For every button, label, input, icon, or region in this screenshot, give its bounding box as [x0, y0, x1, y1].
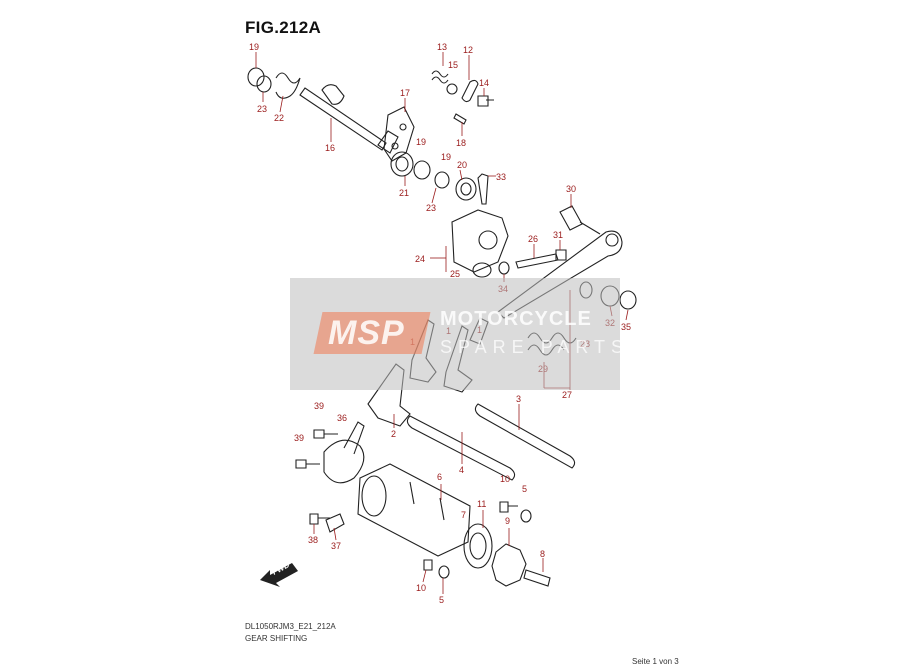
shift-shaft-16 — [299, 87, 387, 151]
callout-16: 16 — [325, 143, 335, 153]
washer-5b — [438, 565, 450, 579]
callout-39a: 39 — [314, 401, 324, 411]
washer-34 — [498, 261, 510, 275]
callout-3: 3 — [516, 394, 521, 404]
ring-23 — [256, 75, 272, 93]
callout-22: 22 — [274, 113, 284, 123]
callout-15: 15 — [448, 60, 458, 70]
callout-8: 8 — [540, 549, 545, 559]
gearshift-cam-6 — [357, 463, 471, 557]
callout-19c: 19 — [441, 152, 451, 162]
callout-5a: 5 — [522, 484, 527, 494]
bolt-10b — [423, 559, 433, 571]
callout-30: 30 — [566, 184, 576, 194]
callout-13: 13 — [437, 42, 447, 52]
callout-38: 38 — [308, 535, 318, 545]
callout-36: 36 — [337, 413, 347, 423]
callout-33: 33 — [496, 172, 506, 182]
roller-25 — [472, 262, 492, 278]
cam-driven-gear-9 — [491, 543, 527, 587]
bolt-14 — [477, 95, 494, 107]
pin-18 — [453, 113, 467, 125]
washer-5a — [520, 509, 532, 523]
bearing-20 — [455, 177, 477, 201]
ring-19b — [413, 160, 431, 180]
bolt-39b — [295, 459, 320, 469]
fork-shaft-3 — [474, 403, 576, 469]
bolt-33 — [477, 173, 489, 205]
callout-6: 6 — [437, 472, 442, 482]
plate-37 — [325, 513, 345, 533]
bearing-housing-24 — [451, 209, 509, 273]
callout-37: 37 — [331, 541, 341, 551]
callout-19a: 19 — [249, 42, 259, 52]
pin-8 — [523, 569, 551, 587]
callout-19b: 19 — [416, 137, 426, 147]
callout-31: 31 — [553, 230, 563, 240]
callout-4: 4 — [459, 465, 464, 475]
callout-5b: 5 — [439, 595, 444, 605]
callout-39b: 39 — [294, 433, 304, 443]
fork-shaft-4 — [406, 415, 516, 481]
bolt-38 — [309, 513, 330, 525]
washer-15 — [446, 83, 458, 95]
bolt-10a — [499, 501, 518, 513]
spring-22 — [275, 72, 301, 99]
watermark-line2: SPARE PARTS — [440, 337, 630, 357]
callout-18: 18 — [456, 138, 466, 148]
stopper-lever-28 — [497, 230, 623, 319]
link-12 — [461, 79, 479, 103]
pin-26 — [515, 253, 559, 269]
figure-title: FIG.212A — [245, 18, 322, 37]
callout-21: 21 — [399, 188, 409, 198]
callout-25: 25 — [450, 269, 460, 279]
footer-code: DL1050RJM3_E21_212A — [245, 622, 336, 631]
watermark-badge: MSP — [328, 314, 405, 352]
ring-23b — [434, 171, 450, 189]
bolt-30 — [559, 205, 601, 235]
callout-12: 12 — [463, 45, 473, 55]
clip-35 — [619, 290, 637, 310]
callout-35: 35 — [621, 322, 631, 332]
bearing-11 — [463, 523, 493, 569]
callout-10b: 10 — [416, 583, 426, 593]
callout-23b: 23 — [426, 203, 436, 213]
callout-9: 9 — [505, 516, 510, 526]
callout-26: 26 — [528, 234, 538, 244]
callout-10a: 10 — [500, 474, 510, 484]
callout-24: 24 — [415, 254, 425, 264]
bolt-39a — [313, 429, 338, 439]
footer-name: GEAR SHIFTING — [245, 634, 308, 643]
callout-11: 11 — [477, 499, 486, 509]
page-number: Seite 1 von 3 — [632, 657, 679, 666]
callout-20: 20 — [457, 160, 467, 170]
callout-14: 14 — [479, 78, 489, 88]
fwd-arrow-icon: FWD — [260, 560, 298, 587]
callout-27: 27 — [562, 390, 572, 400]
watermark-line1: MOTORCYCLE — [440, 308, 592, 330]
spring-13 — [431, 70, 449, 84]
seal-21 — [390, 151, 414, 177]
callout-2: 2 — [391, 429, 396, 439]
callout-7: 7 — [461, 510, 466, 520]
callout-23a: 23 — [257, 104, 267, 114]
callout-17: 17 — [400, 88, 410, 98]
collar-31 — [555, 249, 567, 261]
cam-stopper-36 — [323, 439, 365, 484]
